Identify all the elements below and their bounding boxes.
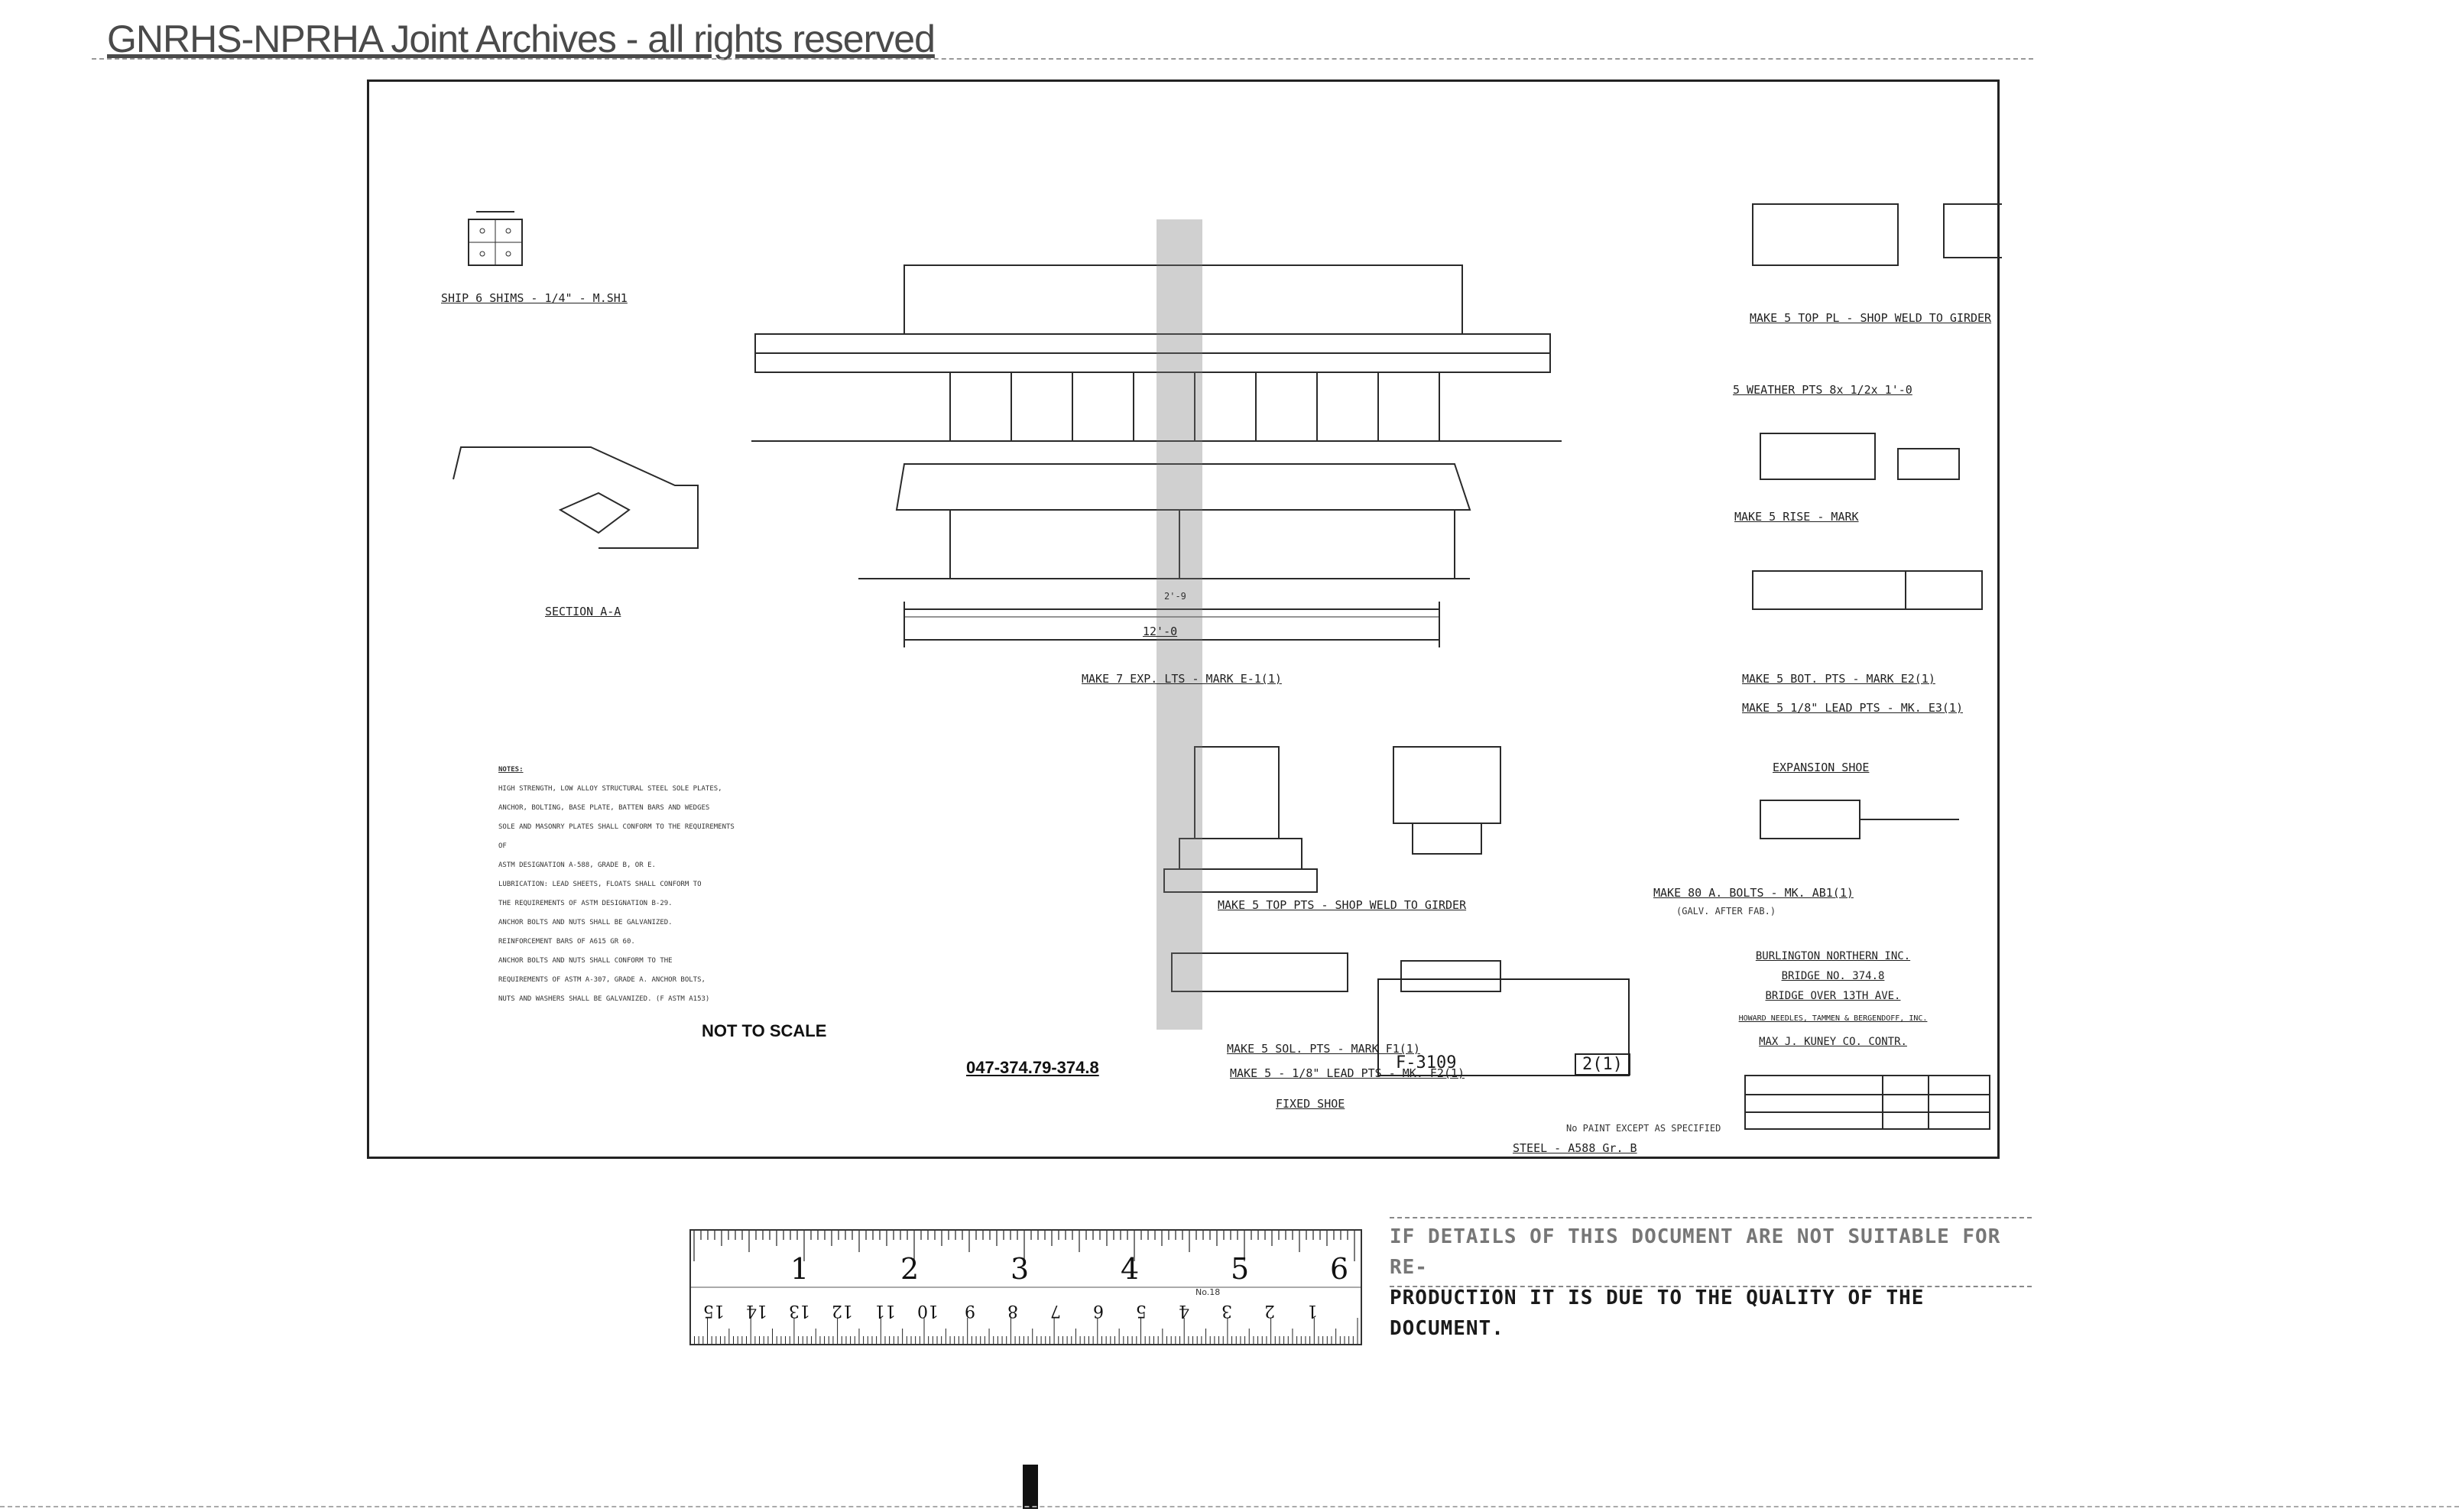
ruler-cm-label: 15	[703, 1301, 725, 1320]
label-section-aa: SECTION A-A	[545, 605, 621, 618]
label-dim-overall: 12'-0	[1143, 625, 1178, 638]
label-expansion-shoe: EXPANSION SHOE	[1773, 761, 1870, 774]
title-bridge-no: BRIDGE NO. 374.8	[1781, 970, 1885, 982]
label-make5-bot: MAKE 5 BOT. PTS - MARK E2(1)	[1742, 672, 1935, 686]
ruler-cm-label: 7	[1050, 1301, 1061, 1320]
notes-line: ASTM DESIGNATION A-588, GRADE B, OR E.	[498, 861, 656, 869]
notes-line: LUBRICATION: LEAD SHEETS, FLOATS SHALL C…	[498, 881, 702, 888]
label-fixed-shoe: FIXED SHOE	[1276, 1097, 1345, 1111]
ruler-cm-label: 13	[789, 1301, 810, 1320]
label-ship-shims: SHIP 6 SHIMS - 1/4" - M.SH1	[441, 291, 628, 305]
ruler-cm-label: 9	[965, 1301, 975, 1320]
label-make5-f2: MAKE 5 - 1/8" LEAD PTS - MK. F2(1)	[1230, 1066, 1465, 1080]
sheet-number: F-3109	[1396, 1053, 1457, 1072]
archive-watermark: GNRHS-NPRHA Joint Archives - all rights …	[107, 18, 936, 60]
ruler-cm-label: 3	[1221, 1301, 1232, 1320]
title-block	[1377, 978, 1630, 1076]
title-company: BURLINGTON NORTHERN INC.	[1755, 950, 1911, 962]
ruler-cm-label: 11	[874, 1301, 896, 1320]
notes-line: SOLE AND MASONRY PLATES SHALL CONFORM TO…	[498, 823, 735, 850]
scan-registration-mark	[1023, 1465, 1038, 1509]
revision-number: 2(1)	[1575, 1053, 1630, 1076]
ruler-inch-label: 3	[1011, 1252, 1030, 1286]
notes-line: NUTS AND WASHERS SHALL BE GALVANIZED. (F…	[498, 995, 710, 1003]
drawing-linework	[453, 203, 2002, 1130]
title-bridge-over: BRIDGE OVER 13TH AVE.	[1765, 990, 1901, 1002]
notes-line: REINFORCEMENT BARS OF A615 GR 60.	[498, 938, 635, 946]
label-make5-fixed-top: MAKE 5 TOP PTS - SHOP WELD TO GIRDER	[1218, 898, 1467, 912]
label-no-paint: No PAINT EXCEPT AS SPECIFIED	[1566, 1123, 1721, 1134]
ruler-inch-label: 2	[900, 1252, 920, 1286]
notes-line: ANCHOR BOLTS AND NUTS SHALL BE GALVANIZE…	[498, 919, 673, 926]
ruler-inch-label: 5	[1231, 1252, 1250, 1286]
scan-edge-top	[92, 58, 2033, 60]
title-firm: HOWARD NEEDLES, TAMMEN & BERGENDOFF, INC…	[1738, 1014, 1928, 1023]
drawing-number: 047-374.79-374.8	[966, 1058, 1099, 1077]
scan-edge-bottom	[0, 1506, 2459, 1507]
label-dim-span: 2'-9	[1164, 591, 1186, 602]
label-make80-bolts: MAKE 80 A. BOLTS - MK. AB1(1)	[1653, 886, 1854, 900]
ruler-cm-label: 4	[1179, 1301, 1189, 1320]
label-make5-lead: MAKE 5 1/8" LEAD PTS - MK. E3(1)	[1742, 701, 1963, 715]
ruler-ticks	[691, 1231, 1361, 1344]
ruler-inch-label: 6	[1330, 1252, 1349, 1286]
label-make5-top: MAKE 5 TOP PL - SHOP WELD TO GIRDER	[1750, 311, 1992, 325]
notes-line: HIGH STRENGTH, LOW ALLOY STRUCTURAL STEE…	[498, 785, 722, 793]
label-make5-rise: MAKE 5 RISE - MARK	[1734, 510, 1859, 524]
notes-line: ANCHOR, BOLTING, BASE PLATE, BATTEN BARS…	[498, 804, 710, 812]
ruler-cm-label: 14	[746, 1301, 767, 1320]
notes-line: THE REQUIREMENTS OF ASTM DESIGNATION B-2…	[498, 900, 673, 907]
not-to-scale-stamp: NOT TO SCALE	[702, 1021, 827, 1040]
label-weather-pts: 5 WEATHER PTS 8x 1/2x 1'-0	[1733, 383, 1912, 397]
label-galv: (GALV. AFTER FAB.)	[1676, 906, 1776, 917]
ruler-cm-label: 6	[1093, 1301, 1104, 1320]
label-steel: STEEL - A588 Gr. B	[1513, 1141, 1637, 1155]
reproduction-disclaimer: IF DETAILS OF THIS DOCUMENT ARE NOT SUIT…	[1390, 1217, 2032, 1340]
ruler-cm-label: 1	[1307, 1301, 1318, 1320]
ruler-cm-label: 5	[1136, 1301, 1147, 1320]
ruler-cm-label: 10	[917, 1301, 939, 1320]
ruler-cm-label: 2	[1264, 1301, 1275, 1320]
notes-heading: NOTES:	[498, 766, 524, 774]
general-notes: NOTES: HIGH STRENGTH, LOW ALLOY STRUCTUR…	[498, 761, 743, 1009]
label-make5-f1: MAKE 5 SOL. PTS - MARK F1(1)	[1227, 1042, 1420, 1056]
ruler-brand: No.18	[1195, 1287, 1221, 1297]
ruler-inch-label: 4	[1121, 1252, 1140, 1286]
label-main-view: MAKE 7 EXP. LTS - MARK E-1(1)	[1082, 672, 1282, 686]
ruler-cm-label: 12	[832, 1301, 853, 1320]
notes-line: ANCHOR BOLTS AND NUTS SHALL CONFORM TO T…	[498, 957, 673, 965]
disclaimer-line-2: PRODUCTION IT IS DUE TO THE QUALITY OF T…	[1390, 1286, 1925, 1340]
measuring-ruler: 1 2 3 4 5 6 No.18 1 2 3 4 5 6 7 8 9 10 1…	[689, 1229, 1362, 1345]
drawing-sheet: SHIP 6 SHIMS - 1/4" - M.SH1 SECTION A-A …	[367, 79, 2002, 1159]
notes-line: REQUIREMENTS OF ASTM A-307, GRADE A. ANC…	[498, 976, 706, 984]
disclaimer-line-1: IF DETAILS OF THIS DOCUMENT ARE NOT SUIT…	[1390, 1225, 2001, 1279]
ruler-inch-label: 1	[790, 1252, 809, 1286]
title-contractor: MAX J. KUNEY CO. CONTR.	[1759, 1036, 1907, 1048]
ruler-cm-label: 8	[1007, 1301, 1018, 1320]
